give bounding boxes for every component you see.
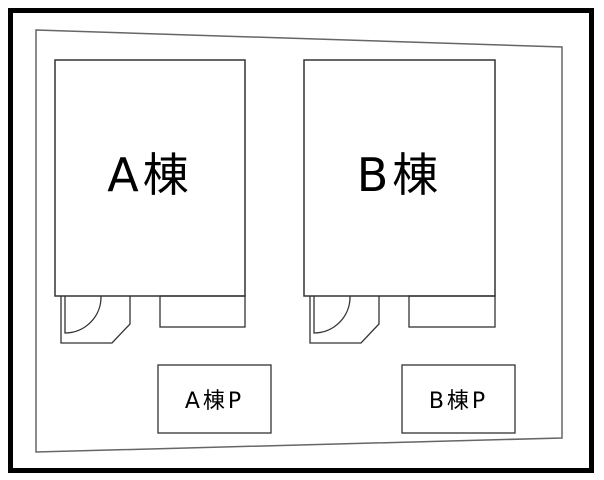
building-a-outline: [54, 59, 246, 297]
building-a-label: A棟: [107, 148, 193, 202]
parking-a-label: A棟P: [184, 389, 245, 414]
building-b-annex: [408, 295, 496, 328]
parking-a-outline: [157, 364, 272, 434]
building-b-outline: [303, 59, 496, 297]
building-b-label: B棟: [356, 148, 443, 202]
parking-b-outline: [401, 364, 516, 434]
outer-frame: [8, 8, 594, 473]
building-b-door-swing: [313, 295, 351, 334]
building-a-door-swing: [64, 295, 102, 334]
parking-b-label: B棟P: [428, 389, 489, 414]
building-b-entrance: [309, 296, 380, 344]
building-a-entrance: [60, 296, 131, 344]
lot-boundary: [35, 29, 563, 453]
building-a-annex: [159, 295, 246, 328]
